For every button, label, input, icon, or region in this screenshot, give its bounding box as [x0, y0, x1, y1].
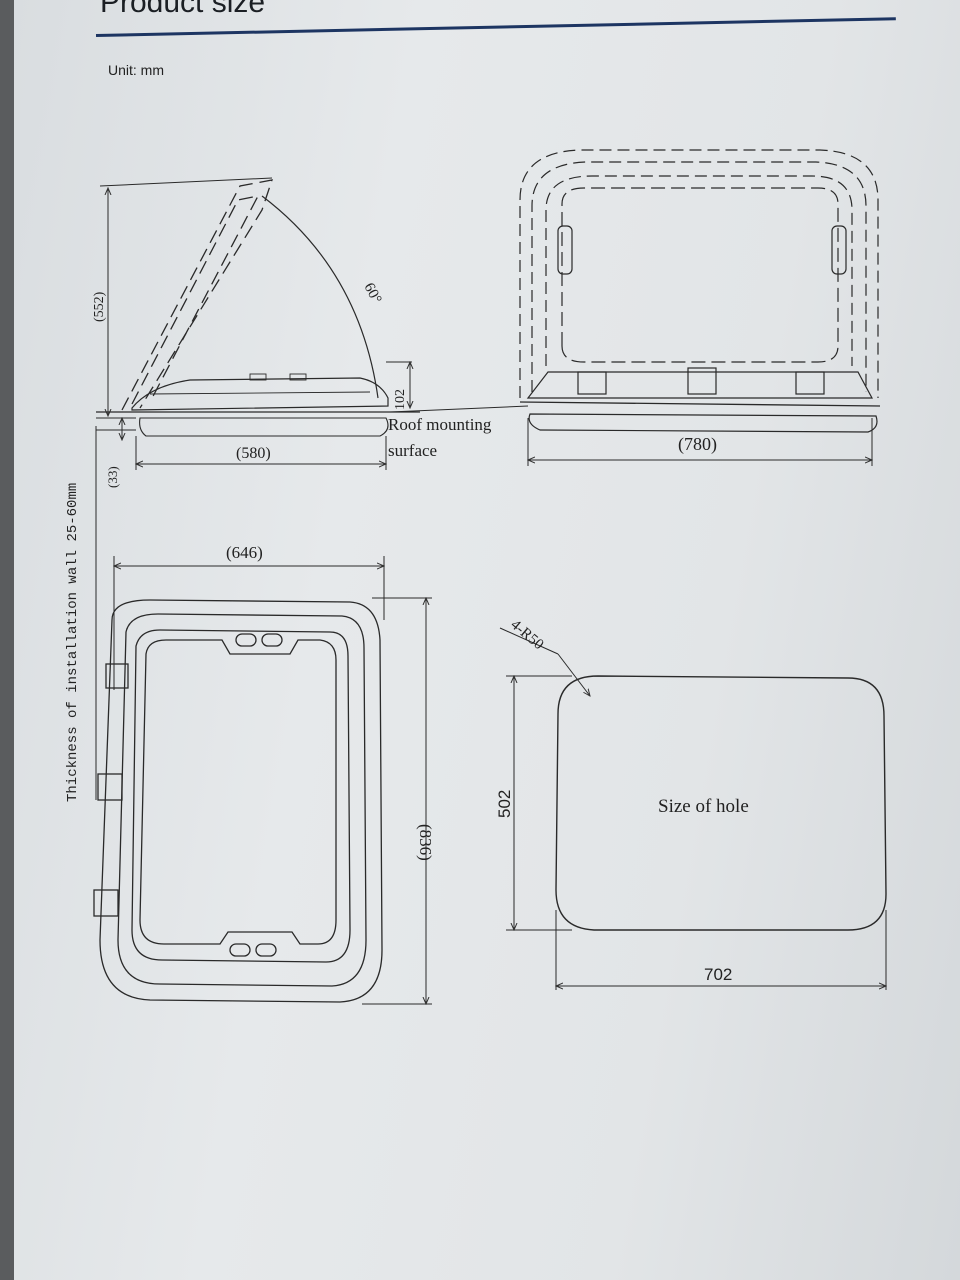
height-552-label: (552) — [92, 291, 107, 322]
angle-label: 60° — [360, 280, 384, 306]
dome-height-label: 102 — [393, 389, 408, 410]
page-title: Product size — [100, 0, 266, 19]
height-836-label: (836) — [416, 824, 435, 861]
base-33-label: (33) — [105, 466, 120, 488]
hole-width-label: 702 — [704, 965, 732, 984]
top-view — [93, 556, 432, 1004]
hole-center-label: Size of hole — [658, 796, 749, 817]
roof-label-line2: surface — [388, 441, 437, 460]
roof-label-line1: Roof mounting — [388, 415, 492, 434]
wall-thickness-label: Thickness of installation wall 25-60mm — [65, 483, 81, 802]
hole-height-label: 502 — [495, 790, 514, 818]
hole-view — [499, 627, 886, 990]
depth-580-label: (580) — [236, 445, 271, 462]
width-646-label: (646) — [226, 543, 263, 562]
side-view — [95, 177, 529, 800]
unit-label: Unit: mm — [108, 62, 164, 78]
width-780-label: (780) — [678, 434, 717, 455]
corner-radius-label: 4-R50 — [507, 617, 546, 653]
front-view — [519, 149, 881, 466]
